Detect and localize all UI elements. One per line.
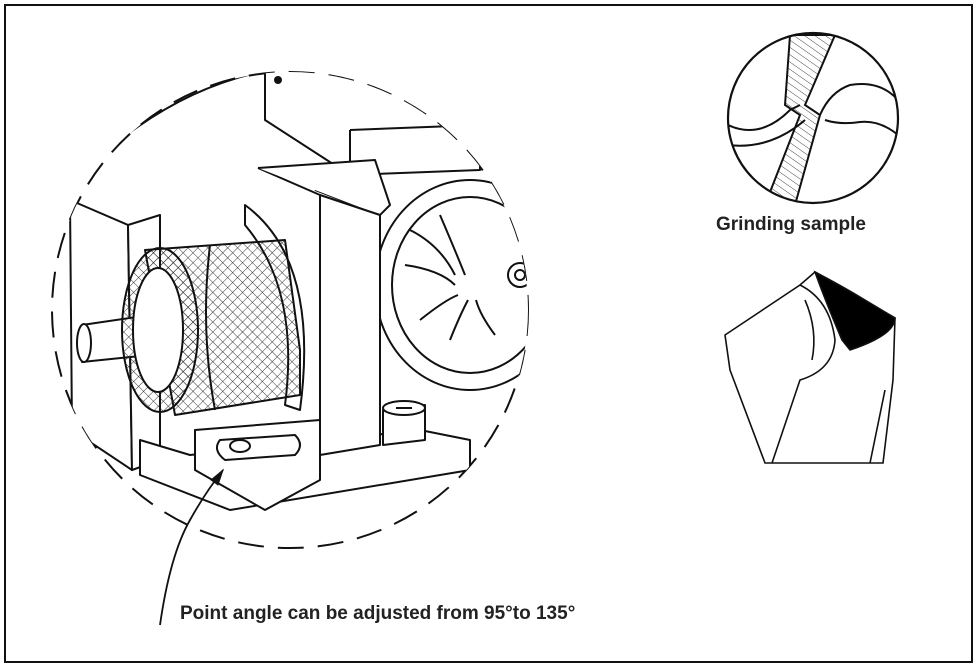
- grinding-sample-icon: [726, 31, 900, 205]
- point-angle-label: Point angle can be adjusted from 95°to 1…: [180, 603, 576, 624]
- top-block: [264, 72, 481, 176]
- arrowhead: [210, 468, 225, 486]
- knurled-knob-icon: [121, 239, 301, 416]
- drill-bit-icon: [724, 270, 896, 464]
- leader-line: [159, 469, 224, 626]
- cap-screw-icon: [382, 400, 426, 446]
- housing-arc: [119, 72, 271, 141]
- grinding-wheel-icon: [374, 179, 528, 391]
- grinding-sample-label: Grinding sample: [716, 214, 866, 235]
